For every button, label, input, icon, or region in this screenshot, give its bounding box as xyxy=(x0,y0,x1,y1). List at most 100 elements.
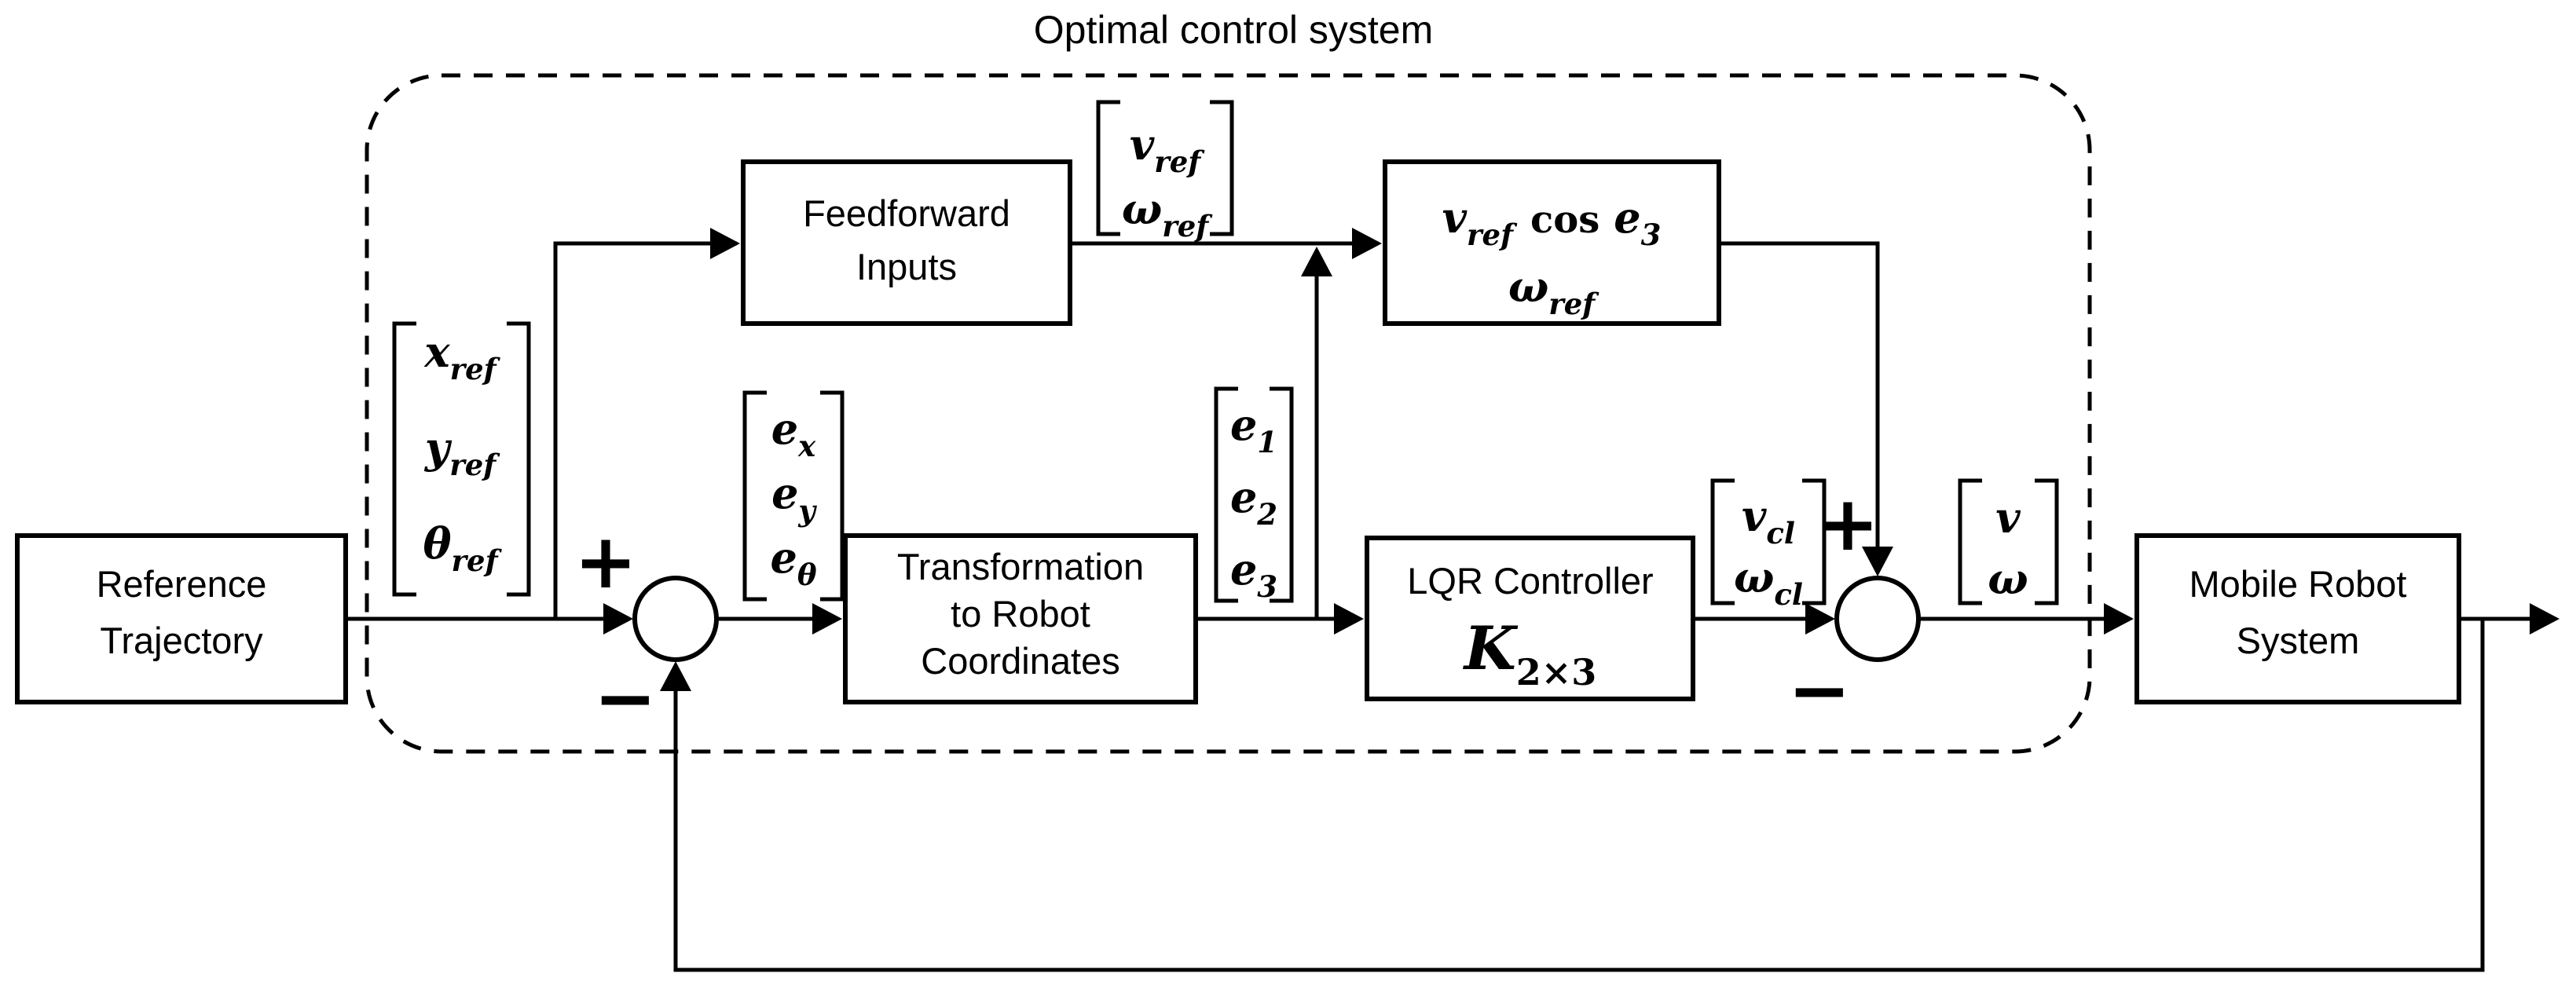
error-sum-plus-sign: + xyxy=(574,518,637,605)
math-sub: ref xyxy=(1154,144,1205,179)
mobile-robot-label-line1: Mobile Robot xyxy=(2189,563,2407,605)
error-sum-circle xyxy=(632,576,719,662)
vector-entry: v xyxy=(1995,492,2021,543)
error-world-vector: ex ey eθ xyxy=(742,390,845,602)
reference-trajectory-block: Reference Trajectory xyxy=(15,533,348,704)
vector-entry: ey xyxy=(771,468,817,528)
vector-entry: vref xyxy=(1130,119,1205,179)
control-input-vector: v ω xyxy=(1958,478,2059,605)
math-sub: cl xyxy=(1766,516,1795,551)
math-base: ω xyxy=(1122,184,1162,234)
vector-entry: eθ xyxy=(770,532,816,592)
mobile-robot-block: Mobile Robot System xyxy=(2134,533,2461,704)
control-sum-left-arrowhead xyxy=(1805,603,1835,635)
math-sub: x xyxy=(797,429,816,463)
control-sum-top-arrowhead xyxy=(1862,547,1893,576)
error-sum-minus-sign: − xyxy=(594,654,657,742)
reference-state-vector: xref yref θref xyxy=(392,321,531,597)
vector-entry: ωcl xyxy=(1734,552,1803,612)
vector-entry: xref xyxy=(423,327,500,386)
math-base: v xyxy=(1130,119,1155,170)
vector-bracket-right xyxy=(1210,100,1234,236)
math-base: K xyxy=(1463,613,1519,683)
system-output-arrowhead xyxy=(2530,603,2560,635)
e3-branch-arrowhead xyxy=(1301,247,1332,276)
optimal-control-system-boundary xyxy=(365,73,2092,754)
error-sum-junction: + − xyxy=(574,518,719,742)
vector-entry: θref xyxy=(423,518,503,578)
transformation-box xyxy=(843,533,1198,704)
feedforward-inputs-label-line1: Feedforward xyxy=(803,192,1010,234)
vector-bracket-left xyxy=(1710,478,1735,605)
math-sub: ref xyxy=(450,352,501,386)
math-base: x xyxy=(423,327,450,377)
transformation-label-line1: Transformation xyxy=(897,546,1144,587)
lqr-controller-block: LQR Controller K2×3 xyxy=(1365,536,1695,701)
math-sub: θ xyxy=(797,558,817,592)
vector-bracket-left xyxy=(1214,386,1238,603)
vector-bracket-right xyxy=(1270,386,1294,603)
math-base: e xyxy=(1230,400,1257,450)
control-sum-plus-sign: + xyxy=(1816,480,1879,568)
vector-bracket-left xyxy=(742,390,767,602)
math-sub: 3 xyxy=(1257,569,1277,604)
math-base: ω xyxy=(1508,262,1548,312)
vector-bracket-right xyxy=(2035,478,2059,605)
math-sub: 2 xyxy=(1256,497,1277,532)
vector-entry: yref xyxy=(424,422,500,482)
control-sum-minus-sign: − xyxy=(1788,646,1851,734)
feedforward-branch-line xyxy=(553,241,737,619)
vector-bracket-left xyxy=(392,321,416,597)
feedforward-output-vector: vref ωref xyxy=(1096,100,1234,243)
diagram-title: Optimal control system xyxy=(1034,8,1433,52)
math-base: e xyxy=(1230,472,1257,522)
math-base: e xyxy=(771,404,798,454)
lqr-input-arrowhead xyxy=(1334,603,1364,635)
feedback-line xyxy=(673,619,2485,972)
vector-bracket-left xyxy=(1958,478,1982,605)
vcos-output-line xyxy=(1719,241,1880,548)
math-base: e xyxy=(1230,544,1257,594)
lqr-gain-label: K2×3 xyxy=(1463,613,1597,693)
math-base: e xyxy=(771,468,798,518)
vector-bracket-right xyxy=(820,390,845,602)
feedforward-inputs-label-line2: Inputs xyxy=(856,246,957,287)
transformation-label-line2: to Robot xyxy=(951,593,1090,635)
math-base: v xyxy=(1995,492,2021,543)
vector-entry: ex xyxy=(771,404,816,463)
signal-wires xyxy=(346,228,2560,972)
math-sub: ref xyxy=(1162,209,1213,243)
math-sub: 2×3 xyxy=(1516,651,1597,693)
math-sub: ref xyxy=(449,448,500,482)
reference-signal-arrowhead xyxy=(603,603,633,635)
vector-entry: ω xyxy=(1988,554,2028,604)
feedforward-inputs-box xyxy=(741,159,1072,326)
feedforward-terms-line2: ωref xyxy=(1508,262,1599,321)
math-sub: 1 xyxy=(1257,425,1277,459)
vector-entry: ωref xyxy=(1122,184,1213,243)
vector-entry: e3 xyxy=(1230,544,1277,604)
vector-bracket-right xyxy=(1802,478,1827,605)
lqr-controller-box xyxy=(1365,536,1695,701)
math-base: e xyxy=(770,532,797,583)
lqr-controller-label: LQR Controller xyxy=(1407,560,1653,602)
math-base: θ xyxy=(423,518,452,569)
math-operator: cos xyxy=(1530,198,1599,242)
math-sub: y xyxy=(797,493,817,528)
control-sum-junction: + − xyxy=(1788,480,1921,734)
vector-entry: e2 xyxy=(1230,472,1277,532)
vector-entry: e1 xyxy=(1230,400,1277,459)
feedforward-terms-box xyxy=(1383,159,1721,326)
transformation-block: Transformation to Robot Coordinates xyxy=(843,533,1198,704)
math-base: v xyxy=(1742,491,1767,541)
feedforward-terms-arrowhead xyxy=(1352,228,1382,259)
mobile-robot-label-line2: System xyxy=(2237,620,2360,661)
reference-trajectory-label-line2: Trajectory xyxy=(100,620,263,661)
feedforward-input-arrowhead xyxy=(710,228,740,259)
feedback-arrowhead xyxy=(660,661,691,691)
math-base: ω xyxy=(1988,554,2028,604)
control-feedback-vector: vcl ωcl xyxy=(1710,478,1827,612)
